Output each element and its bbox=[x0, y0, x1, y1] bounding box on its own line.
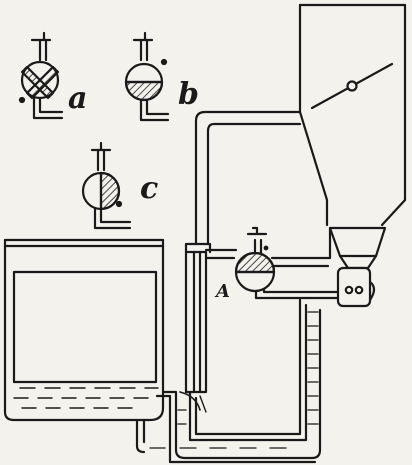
gauge-tubes bbox=[184, 242, 212, 394]
feed-pipe bbox=[194, 110, 302, 246]
stopcock-valve-A bbox=[234, 226, 276, 293]
label-a: a bbox=[68, 81, 87, 116]
nozzle-icon bbox=[328, 226, 387, 308]
siphon-pipe bbox=[135, 298, 322, 464]
tall-vessel bbox=[298, 3, 407, 227]
damper-plate-icon bbox=[310, 62, 394, 110]
label-c: c bbox=[140, 171, 158, 206]
stopcock-valve-icon bbox=[124, 31, 170, 122]
stopcock-valve-icon bbox=[18, 31, 64, 120]
label-A: A bbox=[214, 281, 230, 302]
stopcock-valve-icon bbox=[81, 141, 132, 230]
label-b: b bbox=[178, 77, 199, 112]
connector-pipe bbox=[204, 226, 340, 300]
reservoir-tank bbox=[3, 238, 165, 422]
